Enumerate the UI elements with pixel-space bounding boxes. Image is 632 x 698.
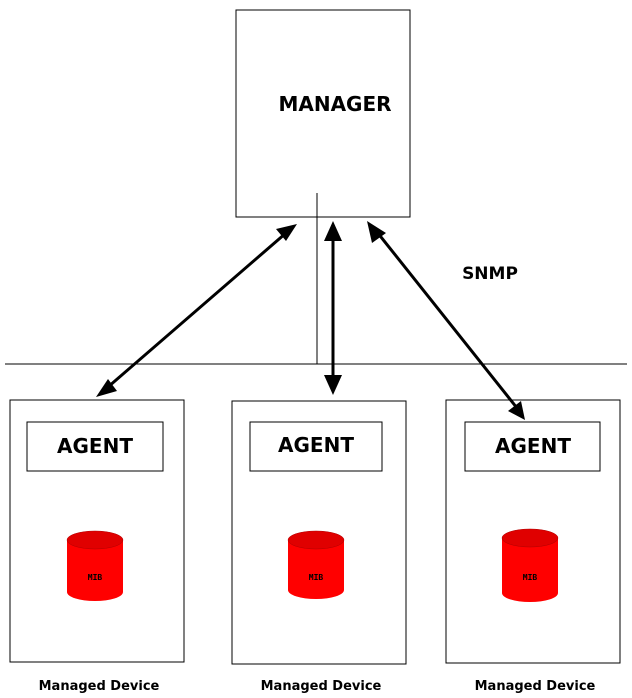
snmp-label: SNMP bbox=[462, 264, 518, 284]
mib-label-1: MIB bbox=[88, 573, 103, 582]
mib-database-icon-1 bbox=[66, 530, 124, 601]
snmp-arrow-device-1 bbox=[96, 224, 297, 397]
agent-box-1 bbox=[26, 421, 164, 472]
agent-label-3: AGENT bbox=[495, 434, 571, 458]
snmp-arrow-device-2 bbox=[324, 221, 342, 395]
agent-box-3 bbox=[464, 421, 601, 472]
mib-label-2: MIB bbox=[309, 573, 324, 582]
mib-label-3: MIB bbox=[523, 573, 538, 582]
snmp-arrow-device-3 bbox=[367, 221, 525, 420]
agent-label-2: AGENT bbox=[278, 433, 354, 457]
device-label-2: Managed Device bbox=[261, 679, 382, 694]
mib-database-icon-3 bbox=[501, 528, 559, 602]
device-label-1: Managed Device bbox=[39, 679, 160, 694]
manager-box bbox=[235, 9, 411, 218]
mib-database-icon-2 bbox=[287, 530, 345, 599]
device-label-3: Managed Device bbox=[475, 679, 596, 694]
manager-label: MANAGER bbox=[278, 92, 391, 116]
agent-box-2 bbox=[249, 421, 383, 472]
agent-label-1: AGENT bbox=[57, 434, 133, 458]
